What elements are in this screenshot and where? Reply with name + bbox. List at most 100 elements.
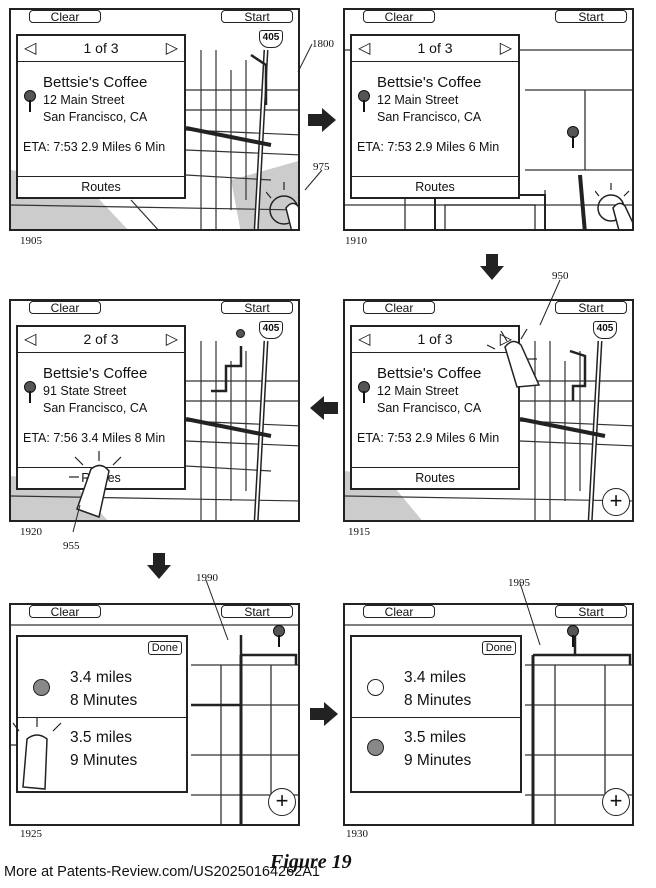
route-1-radio[interactable] xyxy=(33,679,50,696)
map-pin-stem xyxy=(572,136,574,148)
destination-card: ◁ 1 of 3 ▷ Bettsie's Coffee 12 Main Stre… xyxy=(16,34,186,199)
arrow-left-icon xyxy=(310,396,338,420)
start-button[interactable]: Start xyxy=(555,605,627,618)
done-button[interactable]: Done xyxy=(481,641,516,655)
start-button[interactable]: Start xyxy=(221,10,293,23)
ref-label-950: 950 xyxy=(552,270,569,282)
footer-source-text: More at Patents-Review.com/US20250164262… xyxy=(4,864,320,880)
destination-name: Bettsie's Coffee xyxy=(377,365,482,382)
next-result-icon[interactable]: ▷ xyxy=(499,40,512,57)
arrow-down-icon xyxy=(147,553,171,579)
destination-city: San Francisco, CA xyxy=(377,401,482,415)
route-2-duration: 9 Minutes xyxy=(404,752,472,769)
destination-card: ◁ 1 of 3 ▷ Bettsie's Coffee 12 Main Stre… xyxy=(350,34,520,199)
route-2-radio[interactable] xyxy=(367,739,384,756)
route-1-distance: 3.4 miles xyxy=(70,669,133,686)
previous-result-icon[interactable]: ◁ xyxy=(24,331,37,348)
next-result-icon[interactable]: ▷ xyxy=(165,40,178,57)
screen-1925: Clear Start Done 3.4 miles 8 Minutes 3.5… xyxy=(9,603,300,826)
ref-label-975: 975 xyxy=(313,161,330,173)
destination-street: 12 Main Street xyxy=(43,93,125,107)
map-pin-icon xyxy=(236,329,245,338)
figure-label-1920: 1920 xyxy=(20,526,42,538)
routes-button[interactable]: Routes xyxy=(18,176,184,197)
destination-street: 91 State Street xyxy=(43,384,127,398)
zoom-in-button[interactable]: + xyxy=(268,788,296,816)
result-pager: ◁ 1 of 3 ▷ xyxy=(18,36,184,62)
destination-name: Bettsie's Coffee xyxy=(43,365,148,382)
map-pin-stem xyxy=(572,635,574,647)
eta-line: ETA: 7:53 2.9 Miles 6 Min xyxy=(357,431,500,445)
destination-city: San Francisco, CA xyxy=(377,110,482,124)
map-streets xyxy=(11,49,298,229)
clear-button[interactable]: Clear xyxy=(29,10,101,23)
route-1-duration: 8 Minutes xyxy=(404,692,472,709)
route-2-distance: 3.5 miles xyxy=(70,729,133,746)
screen-1905: Clear Start 405 ◁ 1 of 3 ▷ Bettsie's Cof… xyxy=(9,8,300,231)
clear-button[interactable]: Clear xyxy=(29,605,101,618)
zoom-in-button[interactable]: + xyxy=(602,788,630,816)
route-2-duration: 9 Minutes xyxy=(70,752,138,769)
ref-label-1800: 1800 xyxy=(312,38,334,50)
route-1-radio[interactable] xyxy=(367,679,384,696)
destination-city: San Francisco, CA xyxy=(43,110,148,124)
eta-line: ETA: 7:56 3.4 Miles 8 Min xyxy=(23,431,166,445)
clear-button[interactable]: Clear xyxy=(29,301,101,314)
finger-tap-icon xyxy=(266,182,298,229)
route-1-distance: 3.4 miles xyxy=(404,669,467,686)
clear-button[interactable]: Clear xyxy=(363,605,435,618)
clear-button[interactable]: Clear xyxy=(363,301,435,314)
destination-street: 12 Main Street xyxy=(377,93,459,107)
destination-name: Bettsie's Coffee xyxy=(43,74,148,91)
destination-card: ◁ 1 of 3 ▷ Bettsie's Coffee 12 Main Stre… xyxy=(350,325,520,490)
screen-1910: Clear Start ◁ 1 of 3 ▷ Bettsie's Coffee … xyxy=(343,8,634,231)
figure-caption: Figure 19 xyxy=(270,851,352,873)
figure-label-1905: 1905 xyxy=(20,235,42,247)
map-pin-stem xyxy=(278,635,280,647)
ref-label-1995: 1995 xyxy=(508,577,530,589)
ref-label-1990: 1990 xyxy=(196,572,218,584)
screen-1930: Clear Start Done 3.4 miles 8 Minutes 3.5… xyxy=(343,603,634,826)
previous-result-icon[interactable]: ◁ xyxy=(358,40,371,57)
screen-1915: Clear Start 405 ◁ 1 of 3 ▷ Bettsie's Cof… xyxy=(343,299,634,522)
clear-button[interactable]: Clear xyxy=(363,10,435,23)
destination-street: 12 Main Street xyxy=(377,384,459,398)
eta-line: ETA: 7:53 2.9 Miles 6 Min xyxy=(23,140,166,154)
zoom-in-button[interactable]: + xyxy=(602,488,630,516)
previous-result-icon[interactable]: ◁ xyxy=(24,40,37,57)
arrow-right-icon xyxy=(310,702,338,726)
routes-button[interactable]: Routes xyxy=(352,467,518,488)
next-result-icon[interactable]: ▷ xyxy=(165,331,178,348)
highway-405-shield: 405 xyxy=(593,321,617,339)
map-streets xyxy=(345,624,632,824)
highway-405-shield: 405 xyxy=(259,321,283,339)
route-options-card: Done 3.4 miles 8 Minutes 3.5 miles 9 Min… xyxy=(350,635,522,793)
route-divider xyxy=(352,717,520,718)
figure-label-1910: 1910 xyxy=(345,235,367,247)
route-divider xyxy=(18,717,186,718)
ref-label-955: 955 xyxy=(63,540,80,552)
start-button[interactable]: Start xyxy=(221,301,293,314)
eta-line: ETA: 7:53 2.9 Miles 6 Min xyxy=(357,140,500,154)
screen-1920: Clear Start 405 ◁ 2 of 3 ▷ Bettsie's Cof… xyxy=(9,299,300,522)
finger-tap-icon xyxy=(11,717,62,790)
destination-card: ◁ 2 of 3 ▷ Bettsie's Coffee 91 State Str… xyxy=(16,325,186,490)
routes-button[interactable]: Routes xyxy=(352,176,518,197)
start-button[interactable]: Start xyxy=(221,605,293,618)
result-pager: ◁ 2 of 3 ▷ xyxy=(18,327,184,353)
destination-city: San Francisco, CA xyxy=(43,401,148,415)
arrow-down-icon xyxy=(480,254,504,280)
pin-stem xyxy=(29,391,31,403)
done-button[interactable]: Done xyxy=(147,641,182,655)
start-button[interactable]: Start xyxy=(555,301,627,314)
finger-tap-icon xyxy=(69,451,122,518)
pin-stem xyxy=(29,100,31,112)
pin-stem xyxy=(363,391,365,403)
pin-stem xyxy=(363,100,365,112)
figure-label-1930: 1930 xyxy=(346,828,368,840)
finger-swipe-icon xyxy=(487,328,541,388)
result-pager: ◁ 1 of 3 ▷ xyxy=(352,36,518,62)
start-button[interactable]: Start xyxy=(555,10,627,23)
previous-result-icon[interactable]: ◁ xyxy=(358,331,371,348)
